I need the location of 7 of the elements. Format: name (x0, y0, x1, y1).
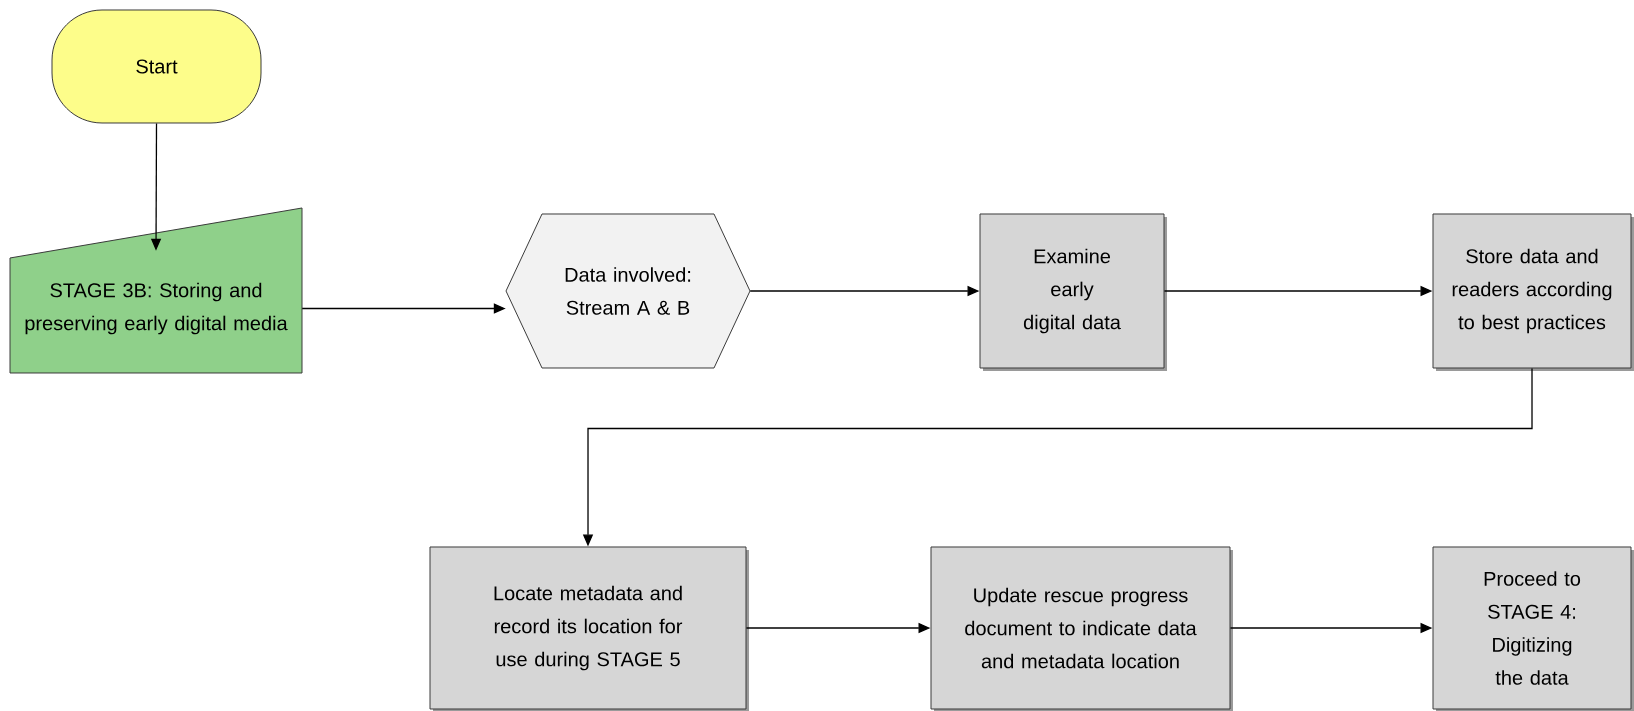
process-box: Examine early digital data (979, 213, 1167, 371)
process-box: Update rescue progress document to indicate data and metadata location (930, 546, 1233, 711)
process-box: Locate metadata and record its location for use during STAGE 5 (429, 546, 749, 711)
process-box: Proceed to STAGE 4: Digitizing the data (1432, 546, 1634, 711)
start-terminal: Start (51, 9, 262, 124)
process-box: Store data and readers according to best practices (1432, 213, 1634, 371)
preparation-hexagon: Data involved: Stream A & B (505, 213, 751, 369)
